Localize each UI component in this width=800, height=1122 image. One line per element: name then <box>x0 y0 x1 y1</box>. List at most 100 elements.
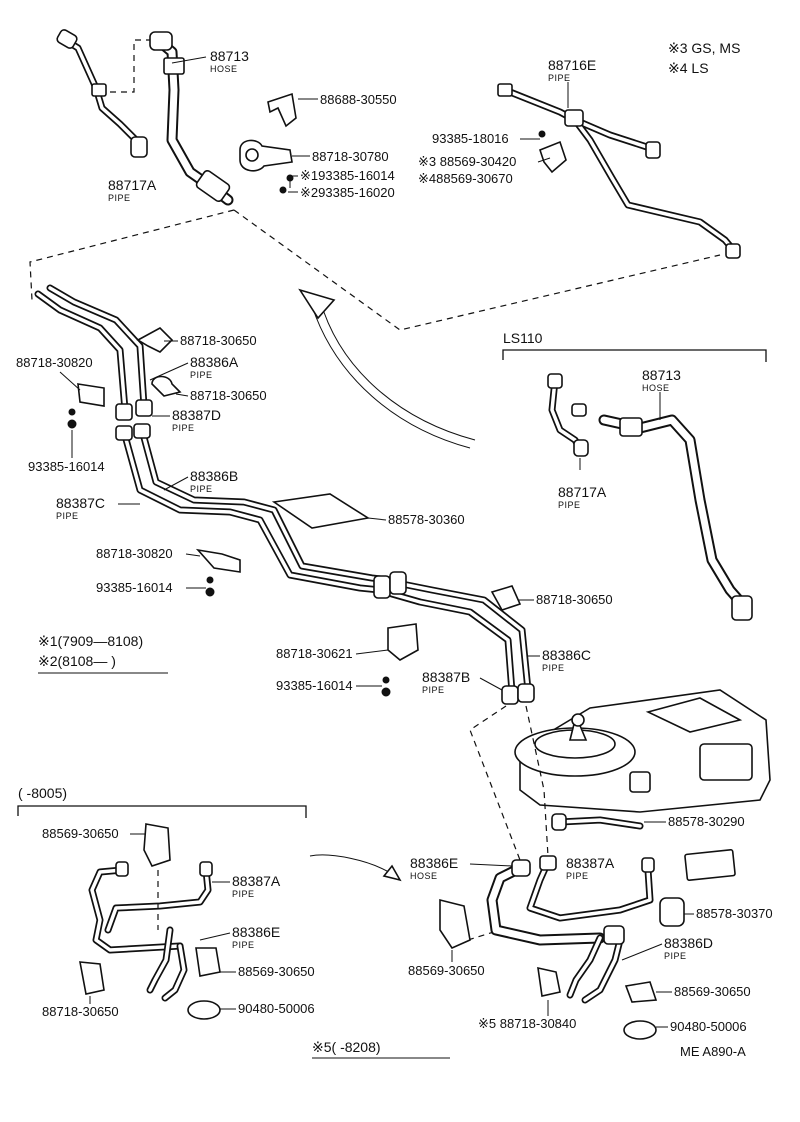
part-number: 88387D <box>172 407 221 423</box>
part-number: 88386B <box>190 468 238 484</box>
part-type: PIPE <box>548 73 571 83</box>
early-group: ( -8005) <box>17 785 307 1020</box>
part-type: HOSE <box>210 64 238 74</box>
part-label-e88569-650a: 88569-30650 <box>42 826 119 841</box>
part-number: 88386D <box>664 935 713 951</box>
part-number: 88713 <box>210 48 249 64</box>
note-5: ※5( -8208) <box>312 1039 450 1059</box>
part-type: PIPE <box>232 940 255 950</box>
part-number: 88569-30650 <box>238 964 315 979</box>
part-label-e90480: 90480-50006 <box>238 1001 315 1016</box>
part-label-e88718-650: 88718-30650 <box>42 1004 119 1019</box>
part-label-p88569-670: ※488569-30670 <box>418 171 513 186</box>
part-number: ※193385-16014 <box>300 168 395 183</box>
heater-unit <box>514 689 771 831</box>
part-number: 88386E <box>410 855 458 871</box>
part-label-p88718-650a: 88718-30650 <box>180 333 257 348</box>
leader-line <box>537 157 551 163</box>
lower-right-pipes <box>439 848 736 1040</box>
part-number: ※293385-16020 <box>300 185 395 200</box>
part-label-p93385-016: 93385-18016 <box>432 131 509 146</box>
part-label-p88718-820a: 88718-30820 <box>16 355 93 370</box>
part-number: 88387A <box>232 873 281 889</box>
part-label-p88569-650c: 88569-30650 <box>408 963 485 978</box>
leader-line <box>171 56 207 64</box>
legend-note-2: ※2(8108— ) <box>38 653 116 669</box>
part-number: 88386A <box>190 354 239 370</box>
part-type: PIPE <box>542 663 565 673</box>
leader-line <box>199 932 231 941</box>
part-label-p93385-014n: ※193385-16014 <box>300 168 395 183</box>
part-number: 88718-30650 <box>42 1004 119 1019</box>
part-label-p88688: 88688-30550 <box>320 92 397 107</box>
lower-arrow <box>309 854 402 882</box>
part-label-p93385-014b: 93385-16014 <box>96 580 173 595</box>
part-number: 88386C <box>542 647 591 663</box>
leader-line <box>59 371 81 391</box>
part-number: 88569-30650 <box>42 826 119 841</box>
part-number: ※5 88718-30840 <box>478 1016 576 1031</box>
legend-note-4: ※4 LS <box>668 60 709 76</box>
part-number: 88386E <box>232 924 280 940</box>
leader-line <box>621 943 663 961</box>
main-pipe-bundle <box>34 284 535 705</box>
insulator-pad-88578-30360 <box>271 493 371 529</box>
leader-line <box>479 677 503 691</box>
part-label-p88718-780: 88718-30780 <box>312 149 389 164</box>
part-number: 88718-30650 <box>536 592 613 607</box>
part-number: ※488569-30670 <box>418 171 513 186</box>
part-type: HOSE <box>410 871 438 881</box>
part-label-p88718-621: 88718-30621 <box>276 646 353 661</box>
leader-line <box>367 517 387 521</box>
part-type: PIPE <box>56 511 79 521</box>
part-number: 90480-50006 <box>670 1019 747 1034</box>
part-number: 88718-30621 <box>276 646 353 661</box>
leader-line <box>163 476 189 491</box>
part-number: 88578-30360 <box>388 512 465 527</box>
part-number: 88718-30780 <box>312 149 389 164</box>
part-type: PIPE <box>190 484 213 494</box>
direction-arrow <box>298 288 476 449</box>
part-label-p93385-014a: 93385-16014 <box>28 459 105 474</box>
part-number: 88578-30290 <box>668 814 745 829</box>
part-number: 88718-30650 <box>190 388 267 403</box>
part-type: PIPE <box>566 871 589 881</box>
legend-note-3: ※3 GS, MS <box>668 40 740 56</box>
bracket-88688 <box>267 92 318 128</box>
part-number: 93385-16014 <box>276 678 353 693</box>
part-label-e88569-650b: 88569-30650 <box>238 964 315 979</box>
part-type: PIPE <box>190 370 213 380</box>
part-number: 93385-16014 <box>96 580 173 595</box>
early-group-label: ( -8005) <box>18 785 67 801</box>
part-number: 88716E <box>548 57 596 73</box>
part-type: HOSE <box>642 383 670 393</box>
part-type: PIPE <box>422 685 445 695</box>
part-number: 88717A <box>558 484 607 500</box>
ls110-label: LS110 <box>503 330 543 346</box>
part-type: PIPE <box>558 500 581 510</box>
date-legend: ※1(7909—8108) ※2(8108— ) <box>38 633 168 674</box>
ls110-group: LS110 <box>502 330 767 621</box>
part-label-p88718-820b: 88718-30820 <box>96 546 173 561</box>
part-number: 88387A <box>566 855 615 871</box>
part-type: PIPE <box>232 889 255 899</box>
part-label-p90480-b: 90480-50006 <box>670 1019 747 1034</box>
part-label-p88718-650c: 88718-30650 <box>536 592 613 607</box>
top-pipe-88717a <box>56 29 150 158</box>
label-leaders <box>59 56 694 1028</box>
part-labels: 88713HOSE88717APIPE88688-3055088718-3078… <box>16 48 773 1034</box>
part-label-p88569-650d: 88569-30650 <box>674 984 751 999</box>
